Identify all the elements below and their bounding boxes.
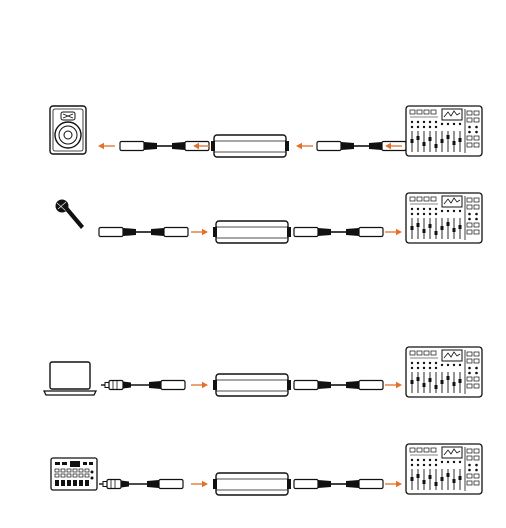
signal-arrow-right [385,382,402,388]
di-box [211,135,289,157]
mixer-icon [406,444,482,494]
row-speaker [50,106,482,157]
mixer-icon [406,106,482,156]
signal-arrow-right [191,382,208,388]
xlr-cable [294,228,383,237]
di-box [213,473,291,495]
di-box [213,221,291,243]
di-box [213,374,291,396]
row-microphone [56,193,483,243]
row-drum-machine [51,444,482,495]
xlr-cable [294,381,383,390]
mixer-icon [406,347,482,397]
signal-arrow-right [191,481,208,487]
signal-arrow-left [98,143,115,149]
speaker-icon [50,106,86,154]
xlr-cable [294,480,383,489]
microphone-icon [56,200,85,230]
row-laptop [44,347,482,397]
xlr-cable [99,228,188,237]
signal-arrow-right [385,229,402,235]
laptop-icon [44,362,96,395]
signal-arrow-right [385,481,402,487]
drum-machine-icon [51,458,97,490]
trs-to-xlr-cable [101,381,185,390]
ts-to-xlr-cable [99,480,183,489]
mixer-icon [406,193,482,243]
signal-arrow-right [191,229,208,235]
signal-arrow-left [296,143,313,149]
